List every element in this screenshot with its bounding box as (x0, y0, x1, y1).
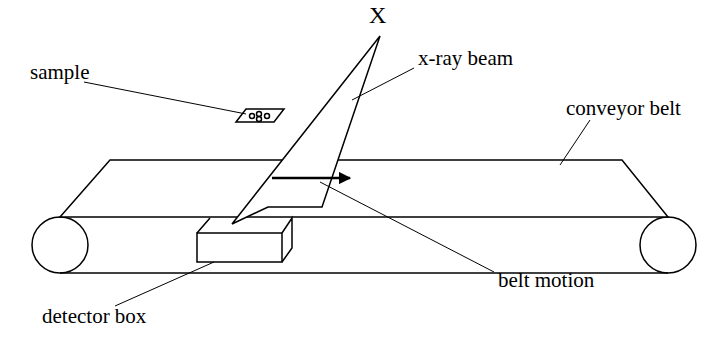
right-roller (640, 217, 696, 273)
detector-box (197, 233, 282, 262)
detector-box-edge (197, 218, 292, 262)
left-roller (32, 217, 88, 273)
leader-line (115, 262, 214, 306)
leader-line (560, 120, 590, 165)
motion-arrow (272, 177, 350, 180)
part-label: conveyor belt (566, 98, 681, 119)
leader-line (84, 82, 246, 114)
beam-source-label: X (369, 3, 386, 27)
part-label: detector box (42, 306, 146, 327)
sample-tray (236, 109, 284, 122)
belt-top (60, 160, 668, 217)
leader-line (352, 68, 414, 100)
part-label: sample (30, 62, 89, 83)
leader-line (320, 182, 494, 272)
part-label: x-ray beam (418, 48, 513, 69)
sample-grain (265, 114, 270, 119)
x-ray-beam (232, 36, 380, 224)
sample-grain (257, 117, 262, 122)
part-label: belt motion (498, 270, 594, 291)
sample-grain (250, 114, 255, 119)
